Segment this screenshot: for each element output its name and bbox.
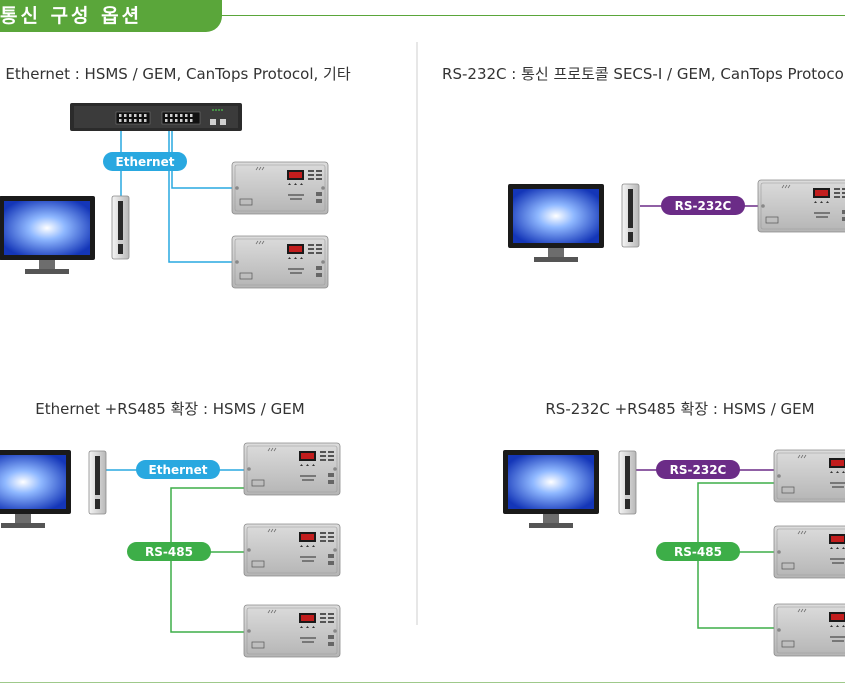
panel-rs232c-rs485: RS-232C +RS485 확장 : HSMS / GEM RS-232C R… (503, 400, 845, 657)
svg-text:Ethernet: Ethernet (149, 463, 208, 477)
rs232c-link-label: RS-232C (656, 460, 740, 479)
pc-tower-icon (621, 183, 640, 248)
pc-tower-icon (88, 450, 107, 515)
monitor-icon (503, 450, 599, 528)
rs232c-link-label: RS-232C (661, 196, 745, 215)
controller-unit-icon (231, 161, 329, 215)
header-divider-line (222, 15, 845, 16)
pc-tower-icon (618, 450, 637, 515)
panel-ethernet-rs485: Ethernet +RS485 확장 : HSMS / GEM Ethernet… (0, 400, 341, 658)
panel-caption: Ethernet +RS485 확장 : HSMS / GEM (35, 400, 304, 418)
footer-divider-line (0, 682, 845, 683)
svg-text:RS-485: RS-485 (674, 545, 722, 559)
controller-unit-icon (243, 442, 341, 496)
monitor-icon (0, 450, 71, 528)
controller-unit-icon (231, 235, 329, 289)
svg-text:RS-232C: RS-232C (675, 199, 732, 213)
svg-text:RS-485: RS-485 (145, 545, 193, 559)
controller-unit-icon (773, 603, 845, 657)
controller-unit-icon (773, 449, 845, 503)
controller-unit-icon (773, 525, 845, 579)
panel-caption: Ethernet : HSMS / GEM, CanTops Protocol,… (5, 65, 350, 83)
ethernet-wiring (120, 130, 240, 263)
panel-caption: RS-232C +RS485 확장 : HSMS / GEM (545, 400, 814, 418)
ethernet-link-label: Ethernet (103, 152, 187, 171)
controller-unit-icon (243, 604, 341, 658)
controller-unit-icon (243, 523, 341, 577)
svg-text:RS-232C: RS-232C (670, 463, 727, 477)
panel-rs232c: RS-232C : 통신 프로토콜 SECS-I / GEM, CanTops … (442, 65, 845, 262)
page-title: 통신 구성 옵션 (0, 5, 143, 27)
panel-caption: RS-232C : 통신 프로토콜 SECS-I / GEM, CanTops … (442, 65, 845, 83)
pc-tower-icon (111, 195, 130, 260)
panel-ethernet: Ethernet : HSMS / GEM, CanTops Protocol,… (0, 65, 351, 289)
header-tab (0, 0, 222, 32)
controller-unit-icon (757, 179, 845, 233)
ethernet-link-label: Ethernet (136, 460, 220, 479)
monitor-icon (0, 196, 95, 274)
rs485-link-label: RS-485 (656, 542, 740, 561)
monitor-icon (508, 184, 604, 262)
rs485-link-label: RS-485 (127, 542, 211, 561)
svg-text:Ethernet: Ethernet (116, 155, 175, 169)
network-switch-icon (69, 102, 243, 132)
